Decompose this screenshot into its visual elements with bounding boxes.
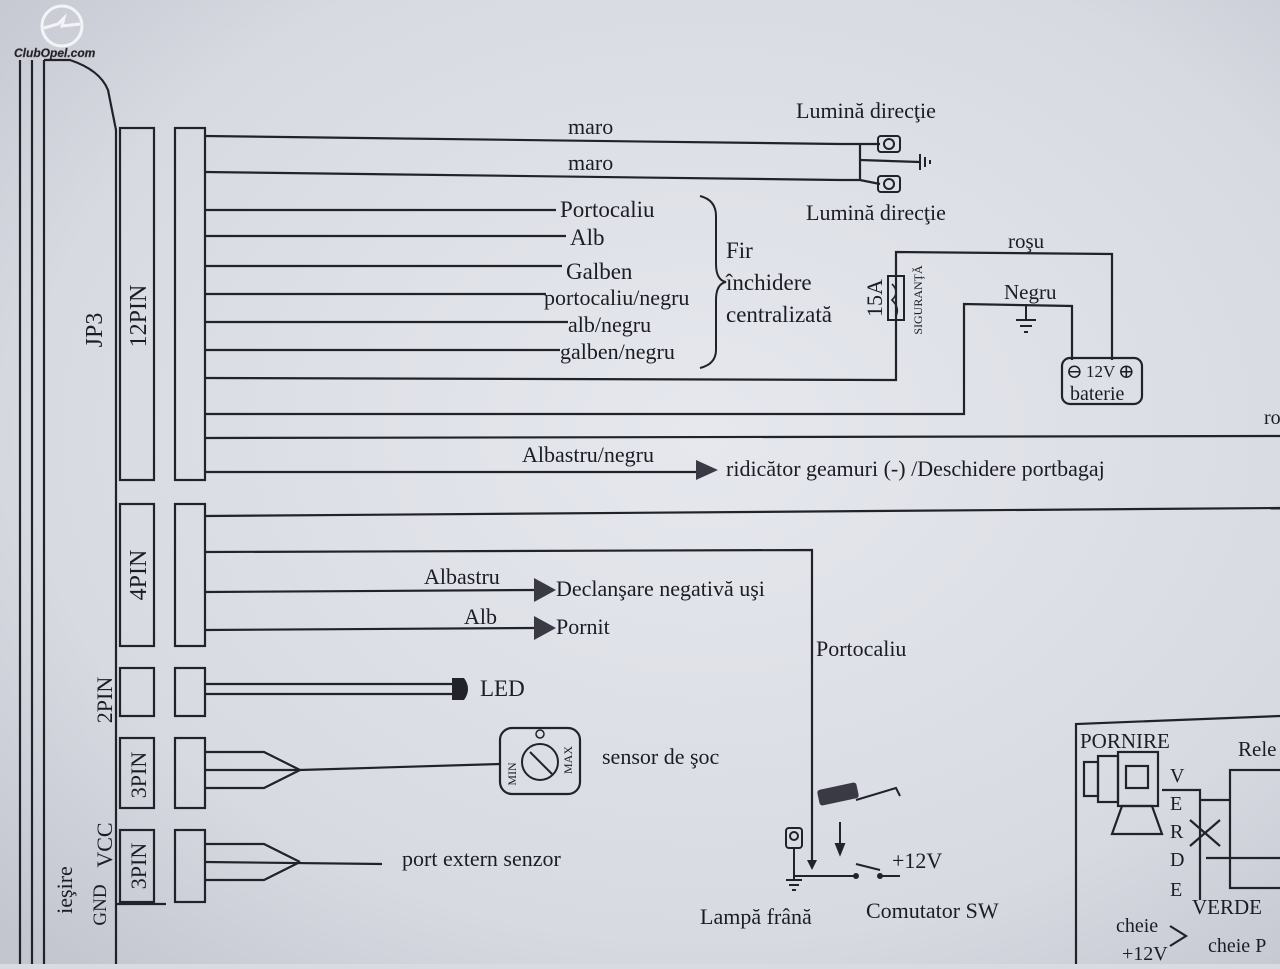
starter-motor-icon xyxy=(1082,750,1164,836)
edge-truncated-label: ro xyxy=(1264,407,1280,429)
brake-pedal-icon xyxy=(817,782,901,806)
led-wires xyxy=(205,682,452,696)
battery-plus: ⊕ xyxy=(1118,361,1135,383)
battery-label: baterie xyxy=(1070,383,1125,405)
door-wire-label: Albastru xyxy=(424,564,500,589)
window-lift-wire-label: Albastru/negru xyxy=(522,442,654,467)
battery-minus: ⊖ xyxy=(1066,361,1083,383)
2pin-label: 2PIN xyxy=(92,677,117,724)
central-lock-wire-labels: Portocaliu Alb Galben portocaliu/negru a… xyxy=(544,197,689,364)
brake-wire-label: Portocaliu xyxy=(816,636,906,661)
key-voltage: +12V xyxy=(1122,943,1168,964)
red-wire-label: roşu xyxy=(1008,229,1045,253)
wire-label-3: portocaliu/negru xyxy=(544,285,689,310)
wire-label-4: alb/negru xyxy=(568,312,651,337)
turn-signal-lamps xyxy=(877,135,931,193)
fuse-rating: 15A xyxy=(862,279,887,317)
sensor-max-label: MAX xyxy=(561,746,575,774)
wire-label-1: Alb xyxy=(570,225,605,250)
turn-signal-label-bottom: Lumină direcţie xyxy=(806,200,946,225)
iesire-label: ieşire xyxy=(52,866,77,914)
fuse-label: SIGURANŢĂ xyxy=(911,265,925,335)
verde-letter-4: E xyxy=(1170,879,1182,901)
gnd-label: GND xyxy=(90,884,111,925)
3pin-label-external: 3PIN xyxy=(126,843,151,890)
jp3-label: JP3 xyxy=(82,313,108,348)
4pin-label: 4PIN xyxy=(126,550,152,601)
ground-black-icon xyxy=(1016,304,1036,333)
verde-letter-0: V xyxy=(1170,765,1185,787)
arrow-start-icon xyxy=(534,616,556,640)
12pin-label: 12PIN xyxy=(126,285,152,348)
arrow-door-icon xyxy=(534,578,556,602)
turn-signal-label-top: Lumină direcţie xyxy=(796,98,936,123)
wire-label-maro-1: maro xyxy=(568,114,613,139)
arrow-window-lift-icon xyxy=(696,460,718,480)
brake-circuit xyxy=(785,822,900,891)
brake-lamp-label: Lampă frână xyxy=(700,904,812,929)
central-lock-title-1: Fir xyxy=(726,238,753,263)
verde-label: VERDE xyxy=(1192,895,1262,919)
battery-voltage: 12V xyxy=(1086,362,1116,381)
start-wire-label: Alb xyxy=(464,604,497,629)
shock-sensor-label: sensor de şoc xyxy=(602,744,720,769)
watermark-text: ClubOpel.com xyxy=(14,46,96,60)
black-wire-label: Negru xyxy=(1004,280,1057,304)
3pin-label-sensor: 3PIN xyxy=(126,752,151,799)
opel-emblem-icon xyxy=(40,4,84,48)
starter-box xyxy=(1074,714,1280,964)
central-lock-title-3: centralizată xyxy=(726,302,832,327)
starter-title: PORNIRE xyxy=(1080,729,1170,753)
wire-label-5: galben/negru xyxy=(560,339,675,364)
verde-vertical-letters: V E R D E xyxy=(1170,765,1185,901)
switch-label: Comutator SW xyxy=(866,898,999,923)
clubopel-logo: ClubOpel.com xyxy=(14,4,96,60)
central-lock-title-2: închidere xyxy=(725,270,812,295)
relay-label: Rele xyxy=(1238,737,1276,761)
window-lift-target: ridicător geamuri (-) /Deschidere portba… xyxy=(726,456,1105,481)
twelve-pin-wires xyxy=(204,134,1280,474)
brake-junction-arrow-icon xyxy=(807,860,817,870)
sensor-min-label: MIN xyxy=(505,762,519,786)
ground-top-icon xyxy=(919,154,931,170)
wire-label-2: Galben xyxy=(566,259,633,284)
led-icon xyxy=(452,678,468,700)
central-lock-brace xyxy=(699,195,727,369)
bulb-top-icon xyxy=(877,135,901,153)
key-label-1: cheie xyxy=(1116,915,1158,937)
wire-label-0: Portocaliu xyxy=(560,197,655,222)
door-target: Declanşare negativă uşi xyxy=(556,576,765,601)
main-unit xyxy=(18,58,207,964)
four-pin-wires xyxy=(204,506,1280,868)
battery-icon xyxy=(1060,356,1144,406)
fuse-icon xyxy=(887,275,905,321)
verde-letter-1: E xyxy=(1170,793,1182,815)
verde-letter-2: R xyxy=(1170,821,1184,843)
external-port-wires xyxy=(204,842,383,882)
shock-sensor-icon xyxy=(498,726,582,796)
verde-letter-3: D xyxy=(1170,849,1184,871)
wire-label-maro-2: maro xyxy=(568,150,613,175)
brake-voltage: +12V xyxy=(892,848,942,873)
shock-sensor-wires xyxy=(205,750,501,790)
fuse xyxy=(887,275,905,321)
led-label: LED xyxy=(480,676,525,701)
bulb-bottom-icon xyxy=(877,175,901,193)
start-target: Pornit xyxy=(556,614,610,639)
external-port-label: port extern senzor xyxy=(402,846,561,871)
key-label-2: cheie P xyxy=(1208,935,1266,957)
vcc-label: VCC xyxy=(92,822,117,867)
